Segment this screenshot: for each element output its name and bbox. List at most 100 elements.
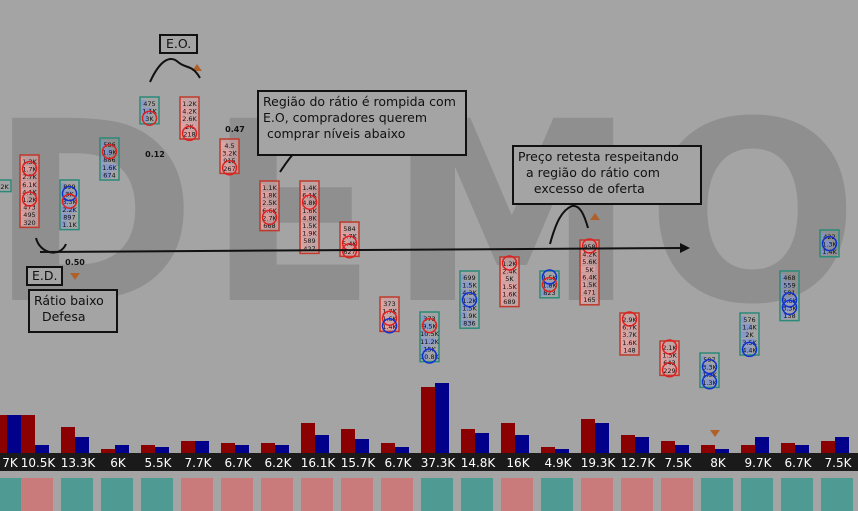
imbalance-circle — [581, 238, 598, 254]
level-bar — [661, 359, 668, 366]
level-label: 1.5K — [462, 282, 477, 290]
sell-volume-bar — [381, 443, 395, 455]
delta-block — [781, 478, 813, 511]
level-bar — [21, 165, 32, 173]
level-bar — [301, 237, 310, 244]
bar-volume-label: 15.7K — [341, 456, 377, 470]
level-bar — [501, 275, 508, 282]
delta-block — [701, 478, 733, 511]
bar-volume-label: 4.9K — [545, 456, 573, 470]
level-label: 3.3K — [782, 304, 797, 312]
sell-volume-bar — [741, 445, 755, 455]
level-bar — [261, 214, 271, 221]
level-label: 1.7K — [22, 166, 37, 174]
buy-volume-bar — [195, 441, 209, 455]
buy-volume-bar — [475, 433, 489, 455]
level-label: 823 — [543, 289, 555, 297]
level-label: 1.1K — [62, 221, 77, 229]
bar-marker — [710, 430, 720, 437]
eo-top-arc — [149, 58, 201, 83]
imbalance-circle — [701, 358, 718, 375]
bar-box — [99, 137, 120, 181]
level-bar — [621, 323, 632, 331]
bar-volume-label: 6.7K — [225, 456, 253, 470]
bar-box — [459, 270, 480, 329]
level-bar — [781, 312, 787, 319]
level-bar — [21, 203, 34, 211]
level-label: 6.4K — [582, 273, 597, 281]
bar-box — [779, 270, 800, 322]
buy-volume-bar — [675, 445, 689, 455]
level-label: 1.5K — [502, 283, 517, 291]
imbalance-circle — [181, 125, 198, 142]
level-bar — [581, 281, 587, 288]
sell-volume-bar — [701, 445, 715, 455]
delta-block — [261, 478, 293, 511]
level-bar — [101, 148, 112, 156]
bar-volume-label: 7K — [2, 456, 19, 470]
delta-block — [461, 478, 493, 511]
imbalance-circle — [61, 185, 78, 202]
level-label: 320 — [23, 219, 35, 227]
imbalance-circle — [541, 276, 558, 293]
level-bar — [61, 198, 68, 205]
level-bar — [621, 338, 635, 346]
level-label: 1.5K — [302, 222, 317, 230]
buy-volume-bar — [555, 449, 569, 455]
sell-volume-bar — [261, 443, 275, 455]
level-label: 10.8K — [420, 353, 439, 361]
imbalance-circle — [781, 299, 798, 316]
level-label: 668 — [263, 222, 275, 230]
level-bar — [461, 281, 472, 289]
level-bar — [341, 240, 348, 247]
level-bar — [261, 222, 267, 229]
level-bar — [61, 221, 67, 228]
level-bar — [21, 211, 30, 218]
level-label: 1.2K — [462, 297, 477, 305]
retest-annotation: Preço retesta respeitando a região do rá… — [512, 145, 702, 205]
bar-box — [699, 352, 720, 389]
level-label: 1.2K — [502, 260, 517, 268]
level-label: 471 — [583, 289, 595, 297]
level-label: 1.4K — [302, 184, 317, 192]
level-bar — [541, 281, 552, 289]
buy-volume-bar — [75, 437, 89, 455]
level-bar — [821, 240, 832, 248]
imbalance-circle — [461, 292, 478, 308]
level-bar — [581, 258, 588, 265]
buy-volume-bar — [35, 445, 49, 455]
level-bar — [181, 115, 188, 122]
bar-volume-label: 13.3K — [61, 456, 97, 470]
bar-marker — [70, 273, 80, 280]
level-label: 1.9K — [462, 312, 477, 320]
sell-volume-bar — [141, 445, 155, 455]
level-bar — [421, 337, 435, 345]
sell-volume-bar — [661, 441, 675, 455]
bar-box — [419, 311, 440, 363]
bar-volume-label: 7.5K — [825, 456, 853, 470]
imbalance-circle — [301, 194, 318, 210]
level-bar — [261, 199, 268, 206]
buy-volume-bar — [595, 423, 609, 455]
level-label: 1.6K — [502, 290, 517, 298]
bar-volume-label: 6.2K — [265, 456, 293, 470]
level-label: 3.3K — [62, 198, 77, 206]
imbalance-circle — [221, 160, 238, 176]
ratio-low-annotation: Rátio baixo Defesa — [28, 289, 118, 333]
level-bar — [701, 371, 708, 378]
sell-volume-bar — [781, 443, 795, 455]
delta-block — [501, 478, 533, 511]
level-bar — [581, 273, 591, 280]
bar-volume-label: 9.7K — [745, 456, 773, 470]
level-label: 2.7K — [262, 214, 277, 222]
bar-volume-label: 5.5K — [145, 456, 173, 470]
buy-volume-bar — [315, 435, 329, 455]
level-label: 267 — [223, 165, 235, 173]
